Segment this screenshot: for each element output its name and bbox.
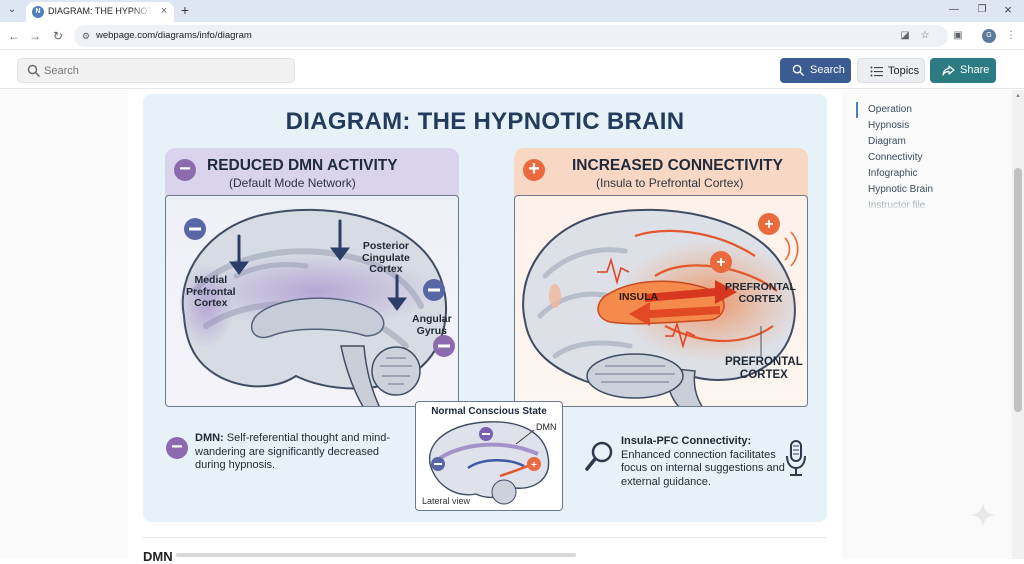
toc-item-hypnotic-brain[interactable]: Hypnotic Brain (868, 184, 934, 195)
bookmark-star-icon[interactable]: ☆ (920, 30, 930, 41)
list-icon (870, 66, 883, 77)
search-button[interactable]: Search (780, 58, 851, 83)
inset-title: Normal Conscious State (431, 406, 547, 417)
profile-avatar[interactable]: G (982, 29, 996, 43)
close-tab-icon[interactable]: × (160, 5, 168, 17)
svg-text:+: + (531, 460, 537, 471)
posterior-cingulate-label: Posterior Cingulate Cortex (362, 240, 410, 275)
sagittal-brain-illustration (178, 208, 455, 406)
left-panel-header: − REDUCED DMN ACTIVITY (Default Mode Net… (165, 148, 459, 202)
share-button-label: Share (960, 64, 990, 76)
new-tab-icon[interactable]: + (180, 2, 190, 18)
angular-gyrus-label: Angular Gyrus (412, 313, 452, 337)
address-bar[interactable]: ⚙ webpage.com/diagrams/info/diagram ◪ ☆ (74, 25, 948, 47)
favicon-icon: N (32, 6, 44, 18)
toc-item-instructor-file[interactable]: Instructor file (868, 200, 926, 211)
minus-badge-icon: − (166, 437, 188, 459)
minus-badge-icon (184, 218, 206, 240)
right-panel-header: + INCREASED CONNECTIVITY (Insula to Pref… (514, 148, 808, 202)
search-box[interactable] (17, 58, 295, 83)
connectivity-note: Insula-PFC Connectivity: Enhanced connec… (621, 435, 785, 488)
inset-dmn-label: DMN (536, 422, 557, 432)
diagram-title: DIAGRAM: THE HYPNOTIC BRAIN (285, 108, 685, 135)
toc-item-connectivity[interactable]: Connectivity (868, 152, 923, 163)
page-scrollbar[interactable]: ▲ (1012, 90, 1024, 559)
dmn-brain-panel: Medial Prefrontal Cortex Posterior Cingu… (165, 195, 459, 407)
dmn-note: DMN: Self-referential thought and mind-w… (195, 432, 391, 471)
url-text: webpage.com/diagrams/info/diagram (96, 30, 252, 41)
minus-badge-icon: − (174, 159, 196, 181)
left-panel-subtitle: (Default Mode Network) (229, 176, 356, 190)
next-section-text-placeholder (176, 553, 576, 557)
toc-item-hypnosis[interactable]: Hypnosis (868, 120, 910, 131)
magnifier-icon (585, 441, 613, 471)
lateral-brain-illustration: + + (522, 208, 802, 406)
extensions-icon[interactable]: ▣ (953, 30, 963, 41)
svg-text:+: + (764, 216, 773, 233)
close-window-icon[interactable]: × (1004, 2, 1012, 17)
site-info-icon[interactable]: ⚙ (82, 31, 91, 41)
scroll-thumb[interactable] (1014, 168, 1022, 412)
search-icon (792, 64, 805, 77)
right-panel-title: INCREASED CONNECTIVITY (572, 157, 783, 174)
reload-icon[interactable]: ↻ (52, 29, 64, 43)
menu-icon[interactable]: ⋮ (1006, 30, 1016, 41)
topics-button-label: Topics (888, 65, 920, 77)
back-icon[interactable]: ← (8, 29, 20, 43)
inset-brain-illustration: + (428, 421, 550, 505)
plus-badge-icon: + (523, 159, 545, 181)
svg-text:+: + (716, 254, 725, 271)
toc-item-infographic[interactable]: Infographic (868, 168, 918, 179)
topics-button[interactable]: Topics (857, 58, 925, 83)
toc-item-operation[interactable]: Operation (868, 104, 912, 115)
minimize-icon[interactable]: — (949, 4, 959, 15)
site-header: Search Topics Share (0, 51, 1024, 89)
forward-icon[interactable]: → (29, 29, 41, 43)
search-input[interactable] (44, 63, 284, 79)
scroll-up-icon[interactable]: ▲ (1015, 93, 1021, 99)
restore-icon[interactable]: ❐ (977, 4, 987, 15)
search-icon (27, 64, 40, 77)
tab-search-icon[interactable]: ⌄ (7, 4, 17, 15)
connectivity-brain-panel: + + INSULA PREFRONTAL CORTEX PREFRONTAL … (514, 195, 808, 407)
microphone-icon (786, 440, 806, 476)
diagram-image: DIAGRAM: THE HYPNOTIC BRAIN − REDUCED DM… (143, 94, 827, 522)
search-button-label: Search (810, 64, 845, 76)
browser-toolbar: ← → ↻ ⚙ webpage.com/diagrams/info/diagra… (0, 22, 1024, 50)
normal-state-inset: Normal Conscious State + DMN Lateral vie… (415, 401, 563, 511)
medial-prefrontal-label: Medial Prefrontal Cortex (186, 274, 236, 309)
toc-active-indicator (856, 102, 858, 118)
active-tab[interactable]: N DIAGRAM: THE HYPNOTIC BRAIN × (26, 2, 174, 22)
translate-icon[interactable]: ◪ (900, 30, 910, 41)
tab-strip: ⌄ N DIAGRAM: THE HYPNOTIC BRAIN × + — ❐ … (0, 0, 1024, 22)
share-button[interactable]: Share (930, 58, 996, 83)
share-icon (942, 65, 955, 76)
toc-item-diagram[interactable]: Diagram (868, 136, 906, 147)
right-panel-subtitle: (Insula to Prefrontal Cortex) (596, 176, 744, 190)
section-divider (143, 537, 827, 538)
prefrontal-inner-label: PREFRONTAL CORTEX (725, 281, 796, 305)
inset-view-label: Lateral view (422, 496, 471, 506)
tab-title: DIAGRAM: THE HYPNOTIC BRAIN (48, 6, 152, 16)
left-panel-title: REDUCED DMN ACTIVITY (207, 157, 398, 174)
insula-label: INSULA (619, 291, 659, 303)
prefrontal-outer-label: PREFRONTAL CORTEX (725, 356, 803, 381)
sparkle-icon (970, 502, 996, 528)
next-section-heading: DMN (143, 549, 173, 564)
